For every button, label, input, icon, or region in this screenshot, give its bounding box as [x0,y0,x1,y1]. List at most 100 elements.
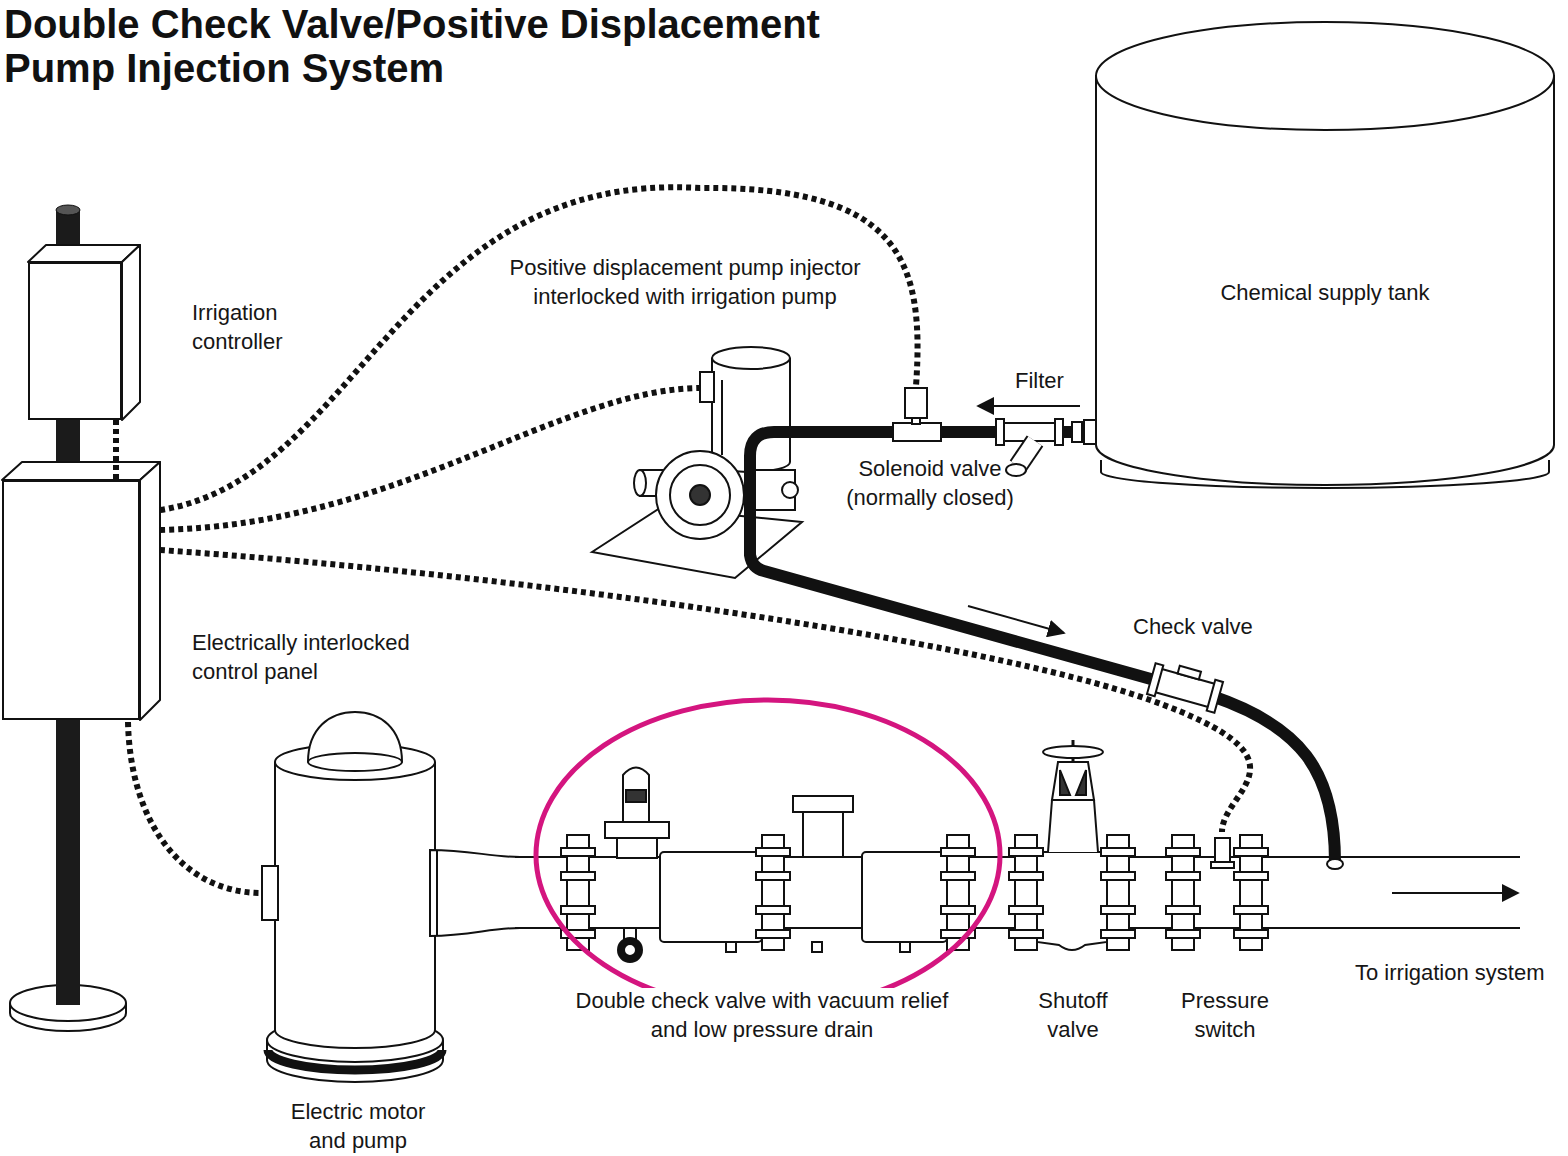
double-check-valve [812,942,822,952]
tank-outlet-filter-solenoid [893,423,941,441]
chemical-line [978,405,1080,407]
double-check-valve [623,768,649,823]
flanges [1009,872,1043,880]
chemical-line [1327,859,1343,869]
label-wrap: Double check valve with vacuum relief an… [562,986,962,1044]
flanges [941,906,975,914]
double-check-valve [726,942,736,952]
flanges [1166,906,1200,914]
title: Double Check Valve/Positive Displacement… [4,2,904,90]
shutoff-valve [1037,852,1107,950]
double-check-valve [605,768,947,963]
tank-body [1096,76,1554,485]
label-wrap: Positive displacement pump injector inte… [499,253,871,311]
label-wrap: Electric motor and pump [280,1097,436,1155]
box-3d-faces [2,462,160,480]
part-label: Check valve [1133,614,1253,639]
check-valve [1207,680,1223,713]
tank-outlet-filter-solenoid [1072,422,1082,442]
injector-pump [782,482,798,498]
tank-outlet-filter-solenoid [1055,419,1063,445]
double-check-valve [618,938,642,962]
shutoff-valve [1048,800,1098,852]
tank-node: Chemical supply tank [1093,20,1557,492]
box-3d-faces [2,245,160,720]
injector-pump [670,465,730,525]
node-label: Irrigation controller [192,298,312,356]
chemical-line [750,432,1158,681]
injector-pump [700,372,714,402]
part-label: Filter [1015,368,1064,393]
part-label: Double check valve with vacuum relief an… [576,988,949,1042]
chemical-line [1212,696,1335,862]
label-wrap: Filter [1015,366,1064,395]
control-wire [128,722,262,893]
tank-outlet-filter-solenoid [996,419,1004,445]
control-wire [160,187,918,510]
double-check-valve [793,796,853,812]
node-label: Electrically interlocked control panel [192,628,447,686]
shutoff-valve [1076,770,1086,795]
flanges [1009,906,1043,914]
main-pipe [1392,892,1518,894]
motor-pump [262,712,520,1082]
tank-outlet-filter-solenoid [1018,441,1035,466]
tank-outlet-filter-solenoid [1018,441,1035,466]
flanges [941,872,975,880]
flanges [1009,930,1043,938]
flanges [1234,906,1268,914]
part-label: Positive displacement pump injector inte… [510,255,861,309]
part-label: Electric motor and pump [291,1099,425,1153]
flanges [561,848,595,856]
flanges [756,848,790,856]
motor-pump [262,866,278,920]
part-label: Shutoff valve [1038,988,1107,1042]
label-wrap: Shutoff valve [1027,986,1119,1044]
flanges [1101,872,1135,880]
part-label: Solenoid valve (normally closed) [846,456,1014,510]
pole [56,205,80,215]
flanges [756,906,790,914]
double-check-valve [803,812,843,857]
flanges [1166,848,1200,856]
motor-pump [308,753,402,771]
injector-pump [634,470,646,496]
box-3d-faces [122,245,140,420]
part-label: Pressure switch [1181,988,1269,1042]
label-wrap: Pressure switch [1173,986,1277,1044]
pressure-switch [1211,862,1234,868]
flanges [1166,930,1200,938]
injector-pump [592,347,802,578]
label-wrap: Solenoid valve (normally closed) [841,454,1019,512]
shutoff-valve [1060,770,1070,795]
double-check-valve [624,944,636,956]
node-label: Chemical supply tank [1125,278,1525,307]
flanges [1101,906,1135,914]
motor-pump [436,851,438,935]
injector-pump [712,347,790,369]
injector-pump [656,451,744,539]
check-valve [1147,663,1163,696]
flanges [1101,848,1135,856]
box-3d-faces [140,462,160,720]
control-wire [160,388,702,530]
chemical-line [968,606,1064,633]
motor-pump [275,762,435,1048]
flanges [561,906,595,914]
flanges [1166,872,1200,880]
flanges [561,872,595,880]
label-wrap: To irrigation system [1355,958,1545,987]
flanges [1234,872,1268,880]
shutoff-valve [1037,740,1107,950]
double-check-valve [605,822,669,838]
double-check-valve [900,942,910,952]
tank-top [1096,22,1554,130]
pressure-switch [1211,838,1234,868]
box-3d-faces [28,245,140,262]
flanges [1234,930,1268,938]
control-box: Electrically interlocked control panel [2,480,140,720]
tank-base [1101,460,1549,488]
injector-pump [721,380,723,455]
